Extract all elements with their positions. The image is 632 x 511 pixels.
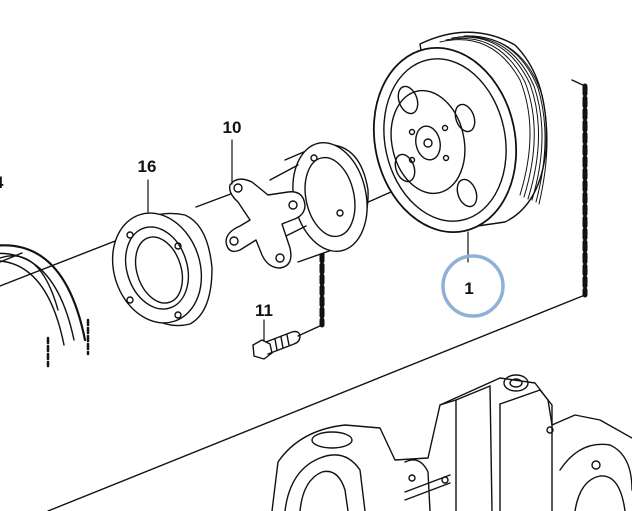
callout-part-16: 16 [138,157,157,176]
callout-highlight-ring [441,254,505,318]
leader-lines [147,139,469,341]
callout-part-11: 11 [255,301,273,320]
callout-part-4: 4 [0,173,4,192]
belt-pulley-part-1 [372,31,548,234]
engine-housing [271,374,632,511]
ring-seal-part-4 [0,244,90,368]
callout-part-10: 10 [223,118,242,137]
bolt-part-11 [252,330,301,360]
spacer-ring-part-16 [111,212,213,327]
coupling-hub-part-10 [225,141,369,269]
callout-part-1: 1 [464,279,473,298]
